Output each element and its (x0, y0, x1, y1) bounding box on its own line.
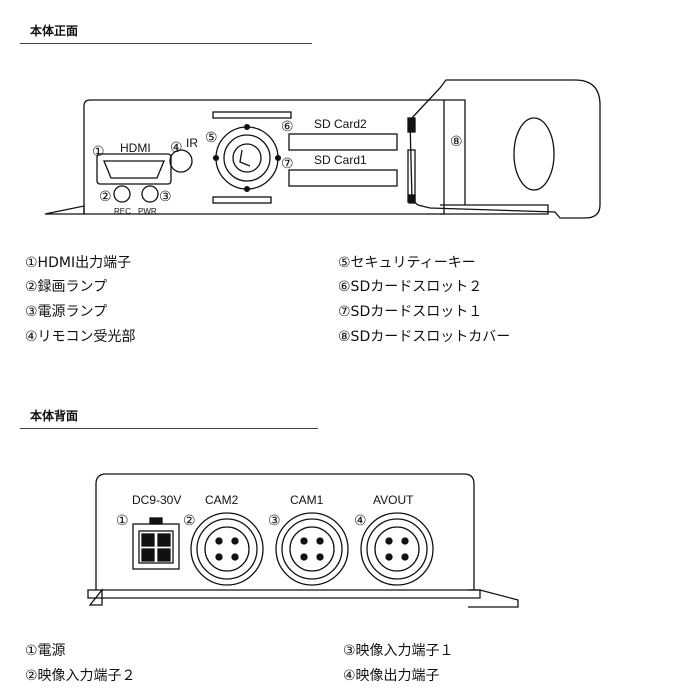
front-legend-item-4: ④リモコン受光部 (25, 329, 136, 345)
rec-led (113, 185, 131, 203)
security-key-dot-top (243, 123, 251, 131)
front-num-1: ① (92, 143, 105, 159)
avout-label: AVOUT (373, 493, 414, 507)
cover-hinge-bottom (408, 194, 416, 204)
front-legend-item-8: ⑧SDカードスロットカバー (338, 329, 511, 345)
dc-pin-2 (157, 533, 171, 547)
front-section-rule (20, 43, 312, 44)
front-num-8: ⑧ (450, 133, 463, 149)
hdmi-port-inner (103, 160, 165, 179)
back-num-1: ① (116, 512, 129, 528)
front-legend-item-1: ①HDMI出力端子 (25, 255, 132, 271)
pwr-led (141, 185, 159, 203)
ir-receiver (169, 149, 193, 173)
front-num-3: ③ (159, 188, 172, 204)
rec-label: REC (114, 207, 131, 216)
dc-connector-latch (149, 517, 163, 525)
vent-top (212, 111, 292, 119)
back-legend-item-2: ②映像入力端子２ (25, 668, 136, 684)
back-num-2: ② (183, 512, 196, 528)
sd-card1-label: SD Card1 (314, 153, 367, 167)
cam2-label: CAM2 (205, 493, 239, 507)
front-legend-item-7: ⑦SDカードスロット１ (338, 304, 483, 320)
cover-side-line (444, 99, 466, 205)
front-legend-item-6: ⑥SDカードスロット２ (338, 279, 483, 295)
front-num-4: ④ (170, 139, 183, 155)
sd-slot-1 (288, 169, 398, 187)
front-legend-item-5: ⑤セキュリティーキー (338, 255, 476, 271)
front-left-foot (44, 205, 85, 215)
hdmi-label: HDMI (120, 141, 151, 155)
back-base-plate (87, 589, 481, 599)
security-key-dot-left (212, 154, 220, 162)
security-key-ring (223, 134, 271, 182)
sd-card2-label: SD Card2 (314, 117, 367, 131)
back-legend-item-1: ①電源 (25, 643, 66, 659)
front-num-2: ② (99, 188, 112, 204)
back-section-rule (20, 428, 318, 429)
security-key-dot-bottom (243, 185, 251, 193)
front-num-5: ⑤ (205, 129, 218, 145)
sd-cover-outline (409, 79, 601, 219)
front-section-title: 本体正面 (30, 24, 79, 38)
security-key-inner (232, 143, 262, 173)
security-key-keyhole (239, 149, 251, 167)
back-legend-item-4: ④映像出力端子 (343, 668, 440, 684)
sd-slot-2 (288, 133, 398, 151)
cover-hinge-top (407, 117, 416, 133)
dc-pin-1 (141, 533, 155, 547)
pwr-label: PWR (138, 207, 157, 216)
ir-label: IR (186, 136, 198, 150)
front-body-outline (83, 99, 445, 215)
front-legend-item-2: ②録画ランプ (25, 279, 108, 295)
back-num-4: ④ (354, 512, 367, 528)
dc-label: DC9-30V (132, 493, 181, 507)
sd-cover-window (513, 117, 555, 191)
cam1-label: CAM1 (290, 493, 324, 507)
back-body-outline (95, 473, 475, 590)
cam2-connector (190, 512, 264, 586)
security-key-dot-right (274, 154, 282, 162)
security-key-outer (215, 126, 279, 190)
back-num-3: ③ (268, 512, 281, 528)
dc-pin-3 (141, 548, 155, 562)
front-legend-item-3: ③電源ランプ (25, 304, 108, 320)
back-section-title: 本体背面 (30, 409, 79, 423)
front-num-6: ⑥ (281, 118, 294, 134)
dc-connector-inner (138, 530, 174, 564)
hdmi-port (96, 153, 172, 185)
back-legend-item-3: ③映像入力端子１ (343, 643, 454, 659)
vent-bottom (212, 196, 272, 204)
avout-connector (360, 512, 434, 586)
front-right-foot (440, 204, 549, 215)
dc-pin-4 (157, 548, 171, 562)
front-num-7: ⑦ (281, 155, 294, 171)
cam1-connector (275, 512, 349, 586)
